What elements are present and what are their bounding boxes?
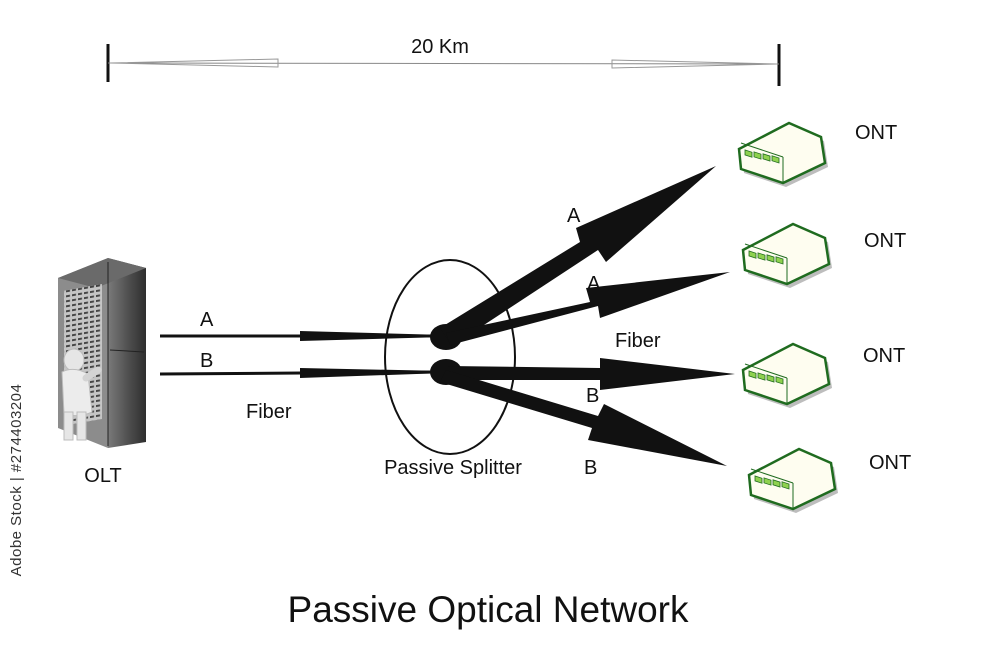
input-label-b: B xyxy=(200,350,213,372)
output-fiber-1 xyxy=(440,166,716,346)
ont-device-icon xyxy=(741,342,832,408)
output-label-3: B xyxy=(586,385,599,407)
fiber-label-left: Fiber xyxy=(246,401,292,423)
ont-label-1: ONT xyxy=(855,122,897,144)
output-label-1: A xyxy=(567,205,581,227)
dimension-line xyxy=(107,62,780,65)
output-fiber-2 xyxy=(446,272,730,345)
ont-label-2: ONT xyxy=(864,230,906,252)
splitter-outline xyxy=(384,259,516,455)
stock-id-watermark: Adobe Stock | #274403204 xyxy=(8,384,25,577)
ont-label-4: ONT xyxy=(869,452,911,474)
output-fiber-4 xyxy=(440,370,727,466)
input-fiber-b xyxy=(159,368,445,378)
olt-label: OLT xyxy=(84,465,121,487)
diagram-title: Passive Optical Network xyxy=(288,589,689,630)
output-fiber-3 xyxy=(448,358,735,390)
technician-figure-icon xyxy=(61,348,102,441)
dimension-left-arrow xyxy=(109,58,279,68)
splitter-label: Passive Splitter xyxy=(384,457,522,479)
output-label-4: B xyxy=(584,457,597,479)
distance-dimension: 20 Km xyxy=(106,36,781,86)
ont-device-icon xyxy=(747,447,838,513)
ont-device-icon xyxy=(741,222,832,288)
output-label-2: A xyxy=(587,273,601,295)
input-label-a: A xyxy=(200,309,214,331)
ont-label-3: ONT xyxy=(863,345,905,367)
fiber-label-right: Fiber xyxy=(615,330,661,352)
passive-splitter xyxy=(384,259,516,455)
ont-device-icon xyxy=(737,121,828,187)
input-fiber-a xyxy=(160,331,445,341)
dimension-right-arrow xyxy=(611,59,778,69)
distance-label: 20 Km xyxy=(411,36,469,58)
